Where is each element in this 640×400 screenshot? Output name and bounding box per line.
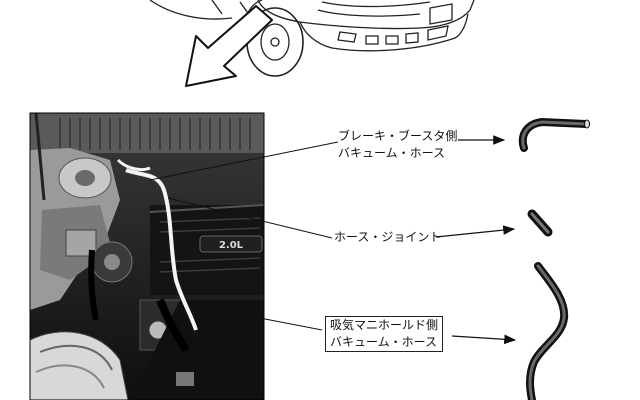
direction-arrow bbox=[185, 5, 273, 87]
arrow-to-hose-joint bbox=[435, 225, 516, 238]
engine-bay-photo: 2.0L bbox=[29, 112, 265, 400]
label-brake-booster-hose: ブレーキ・ブースタ側 バキューム・ホース bbox=[338, 128, 457, 162]
label-intake-manifold-hose-line2: バキューム・ホース bbox=[330, 335, 438, 349]
label-intake-manifold-hose-line1: 吸気マニホールド側 bbox=[330, 318, 439, 332]
engine-badge: 2.0L bbox=[219, 240, 244, 251]
leader-hose-joint bbox=[167, 197, 333, 239]
leader-brake-hose bbox=[149, 141, 339, 181]
intake-manifold-hose-part bbox=[526, 262, 569, 400]
brake-booster-hose-part bbox=[518, 117, 590, 152]
leader-intake-hose bbox=[191, 304, 323, 331]
label-intake-manifold-hose: 吸気マニホールド側 バキューム・ホース bbox=[325, 316, 444, 352]
leader-lines bbox=[149, 141, 339, 331]
label-brake-booster-hose-line1: ブレーキ・ブースタ側 bbox=[338, 129, 458, 143]
hose-joint-part bbox=[527, 209, 553, 237]
label-hose-joint: ホース・ジョイント bbox=[334, 230, 442, 244]
part-arrows bbox=[435, 135, 517, 345]
arrow-to-intake-hose bbox=[451, 334, 517, 345]
label-brake-booster-hose-line2: バキューム・ホース bbox=[338, 146, 446, 160]
